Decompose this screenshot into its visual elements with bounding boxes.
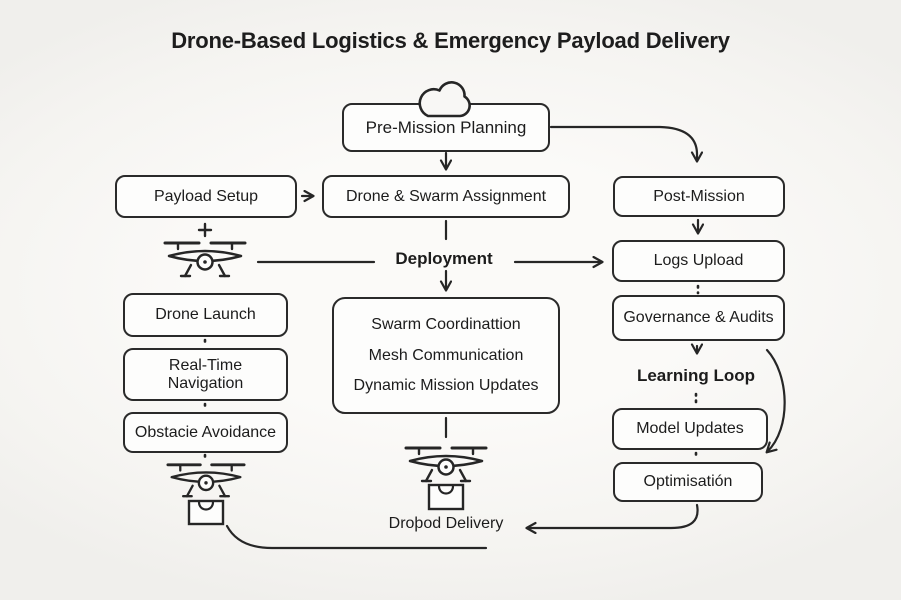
node-governance-audits: Governance & Audits <box>612 295 785 341</box>
cloud-icon <box>418 81 471 118</box>
plus-icon <box>197 222 213 238</box>
node-model-updates: Model Updates <box>612 408 768 450</box>
node-payload-setup: Payload Setup <box>115 175 297 218</box>
node-swarm-operations: Swarm Coordinattion Mesh Communication D… <box>332 297 560 414</box>
node-obstacle-avoidance: Obstacie Avoidance <box>123 412 288 453</box>
node-optimisation: Optimisatión <box>613 462 763 502</box>
line-leftdrone-exit <box>225 524 488 550</box>
drone-icon <box>163 241 247 278</box>
swarm-line-mesh: Mesh Communication <box>368 346 524 364</box>
curve-governance-to-optimisation <box>767 348 786 452</box>
label-deployment: Deployment <box>395 249 493 268</box>
arrow-premission-to-postmission <box>549 125 697 161</box>
arrow-optimisation-to-dropod <box>527 503 699 528</box>
swarm-line-dynamic: Dynamic Mission Updates <box>353 377 539 395</box>
label-learning-loop: Learning Loop <box>636 366 756 385</box>
node-drone-swarm-assignment: Drone & Swarm Assignment <box>322 175 570 218</box>
node-logs-upload: Logs Upload <box>612 240 785 282</box>
diagram-title: Drone-Based Logistics & Emergency Payloa… <box>171 28 730 53</box>
node-post-mission: Post-Mission <box>613 176 785 217</box>
delivery-drone-icon <box>166 463 246 526</box>
delivery-drone-icon <box>406 448 486 511</box>
swarm-line-coordination: Swarm Coordinattion <box>371 315 521 333</box>
label-dropod-delivery: Droþod Delivery <box>388 515 504 532</box>
node-drone-launch: Drone Launch <box>123 293 288 337</box>
node-realtime-navigation: Real-Time Navigation <box>123 348 288 401</box>
